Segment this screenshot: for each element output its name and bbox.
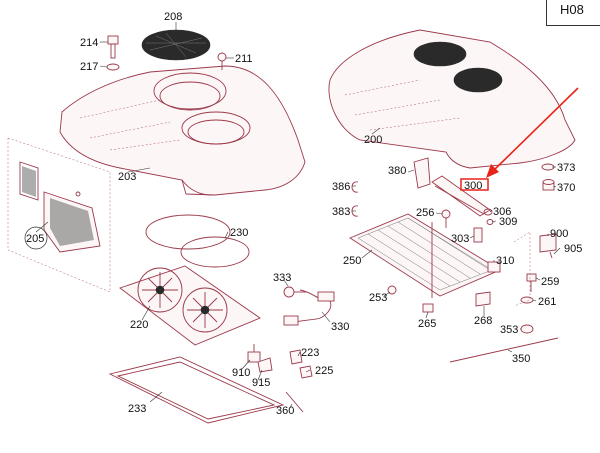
condenser-250[interactable]	[349, 213, 501, 298]
callout-350[interactable]: 350	[512, 353, 530, 365]
callout-353[interactable]: 353	[500, 324, 518, 336]
callout-386[interactable]: 386	[332, 181, 350, 193]
highlight-marker	[460, 87, 579, 191]
bolt-256[interactable]	[441, 209, 451, 228]
highlight-box[interactable]	[460, 178, 489, 191]
callout-261[interactable]: 261	[538, 296, 556, 308]
callout-203[interactable]: 203	[118, 171, 136, 183]
plug-303[interactable]	[473, 227, 483, 243]
callout-211[interactable]: 211	[235, 53, 253, 65]
callout-333[interactable]: 333	[273, 272, 291, 284]
callout-230[interactable]: 230	[230, 227, 248, 239]
callout-225[interactable]: 225	[315, 365, 333, 377]
callout-214[interactable]: 214	[80, 37, 98, 49]
filter-panel-205[interactable]	[7, 137, 111, 293]
connector-910[interactable]	[247, 344, 261, 363]
washer-261[interactable]	[520, 296, 534, 304]
bracket-268[interactable]	[475, 291, 491, 307]
leader-lines	[35, 22, 561, 409]
callout-256[interactable]: 256	[416, 207, 434, 219]
bolt-214[interactable]	[107, 35, 119, 59]
oring-306[interactable]	[483, 208, 493, 216]
screw-211[interactable]	[217, 52, 227, 70]
callout-labels: 208 214 217 211 203 205 230 220 233 910 …	[24, 11, 582, 417]
clip-915[interactable]	[257, 357, 273, 373]
receiver-drier-300[interactable]	[431, 175, 491, 217]
callout-205[interactable]: 205	[26, 233, 44, 245]
clip-905[interactable]	[549, 251, 553, 259]
callout-905[interactable]: 905	[564, 243, 582, 255]
seal-frame-233[interactable]	[108, 356, 285, 424]
callout-380[interactable]: 380	[388, 165, 406, 177]
fan-wheel-208[interactable]	[141, 29, 211, 61]
callout-383[interactable]: 383	[332, 206, 350, 218]
sheet-code-box: H08	[546, 0, 600, 26]
nut-370[interactable]	[542, 179, 555, 191]
callout-915[interactable]: 915	[252, 377, 270, 389]
callout-373[interactable]: 373	[557, 162, 575, 174]
callout-220[interactable]: 220	[130, 319, 148, 331]
callout-217[interactable]: 217	[80, 61, 98, 73]
callout-265[interactable]: 265	[418, 318, 436, 330]
callout-306[interactable]: 306	[493, 206, 511, 218]
callout-310[interactable]: 310	[496, 255, 514, 267]
callout-208[interactable]: 208	[164, 11, 182, 23]
grommet-353[interactable]	[520, 324, 534, 334]
bolt-265[interactable]	[422, 303, 434, 313]
wiring-harness-330[interactable]	[283, 289, 335, 326]
seal-strip-350[interactable]	[449, 337, 559, 363]
callout-309[interactable]: 309	[499, 216, 517, 228]
callout-268[interactable]: 268	[474, 315, 492, 327]
callout-205-circle	[24, 226, 48, 250]
seal-rings-230[interactable]	[145, 214, 250, 268]
sheet-code: H08	[560, 2, 584, 17]
callout-900[interactable]: 900	[550, 228, 568, 240]
drain-tube-360[interactable]	[285, 391, 304, 413]
callout-300[interactable]: 300	[464, 180, 482, 192]
callout-250[interactable]: 250	[343, 255, 361, 267]
highlight-arrow-shaft	[491, 87, 579, 173]
callout-223[interactable]: 223	[301, 347, 319, 359]
callout-910[interactable]: 910	[232, 367, 250, 379]
callout-330[interactable]: 330	[331, 321, 349, 333]
callout-303[interactable]: 303	[451, 233, 469, 245]
callout-253[interactable]: 253	[369, 292, 387, 304]
washer-217[interactable]	[106, 63, 120, 71]
screw-333[interactable]	[283, 286, 306, 298]
clamp-386[interactable]	[351, 181, 359, 193]
bolt-259[interactable]	[526, 273, 537, 292]
callout-370[interactable]: 370	[557, 182, 575, 194]
callout-233[interactable]: 233	[128, 403, 146, 415]
callout-360[interactable]: 360	[276, 405, 294, 417]
roof-cover-left[interactable]	[59, 65, 306, 196]
sensor-900[interactable]	[539, 233, 557, 253]
highlight-arrow-head	[486, 164, 499, 178]
callout-200[interactable]: 200	[364, 134, 382, 146]
roof-cover-right[interactable]	[328, 29, 576, 169]
fan-assembly-220[interactable]	[119, 265, 261, 346]
callout-259[interactable]: 259	[541, 276, 559, 288]
bracket-380[interactable]	[413, 157, 431, 189]
